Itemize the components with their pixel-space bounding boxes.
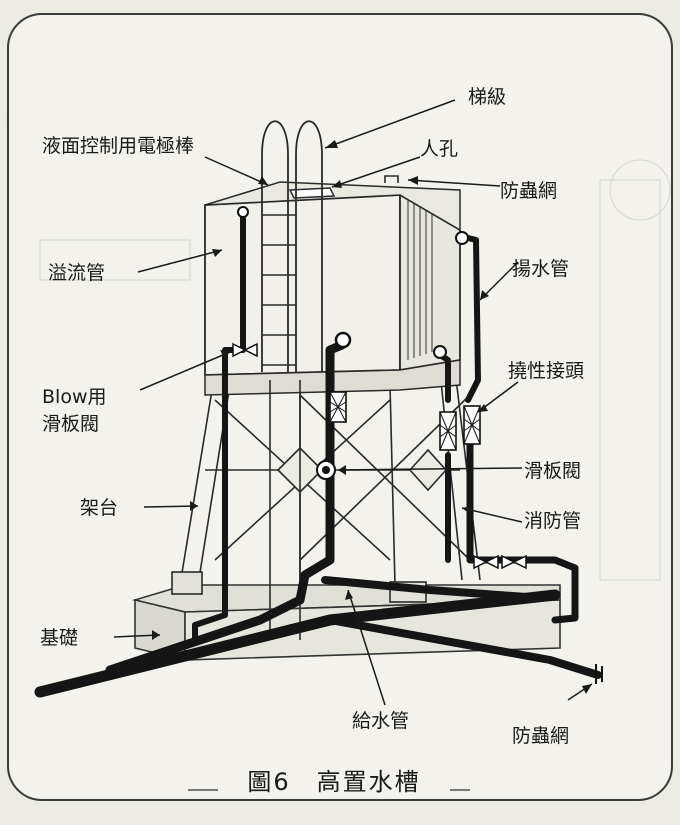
supply-pipe-line xyxy=(105,340,347,675)
gate-valve-symbol xyxy=(316,460,336,480)
diagram-labels: 梯級 液面控制用電極棒 人孔 防蟲網 溢流管 揚水管 撓性接頭 Blow用 滑板… xyxy=(40,86,584,747)
ladder xyxy=(261,120,323,640)
leader-arrows xyxy=(113,99,593,706)
blow-valve-symbol xyxy=(232,342,258,358)
label-ladder: 梯級 xyxy=(468,86,506,108)
piping xyxy=(34,206,603,698)
label-foundation: 基礎 xyxy=(40,627,78,649)
label-insect-net-bottom: 防蟲網 xyxy=(512,725,569,747)
label-flexible-joint: 撓性接頭 xyxy=(508,360,584,382)
insect-net-vent xyxy=(384,175,399,183)
manhole-cover xyxy=(288,187,336,199)
water-tank xyxy=(204,175,461,396)
label-level-electrode: 液面控制用電極棒 xyxy=(42,135,194,157)
label-fire-pipe: 消防管 xyxy=(524,510,581,532)
label-stand: 架台 xyxy=(80,497,118,519)
label-overflow-pipe: 溢流管 xyxy=(48,262,105,284)
flexible-joints xyxy=(329,391,481,451)
fire-valve-symbol xyxy=(473,554,527,570)
label-insect-net-top: 防蟲網 xyxy=(500,180,557,202)
lift-pipe-line xyxy=(465,235,481,403)
label-manhole: 人孔 xyxy=(420,138,458,160)
label-lift-pipe: 揚水管 xyxy=(512,258,569,280)
label-blow-valve-line1: Blow用 xyxy=(42,386,106,408)
figure-caption-group: 圖6 高置水槽 xyxy=(188,764,470,798)
overflow-pipe-line xyxy=(192,209,246,643)
fire-pipe-line xyxy=(466,416,579,624)
label-supply-pipe: 給水管 xyxy=(352,710,409,732)
label-blow-valve-line2: 滑板閥 xyxy=(42,413,99,435)
label-gate-valve: 滑板閥 xyxy=(524,460,581,482)
figure-caption: 圖6 高置水槽 xyxy=(247,768,420,796)
lower-feed-pipe xyxy=(326,616,602,679)
